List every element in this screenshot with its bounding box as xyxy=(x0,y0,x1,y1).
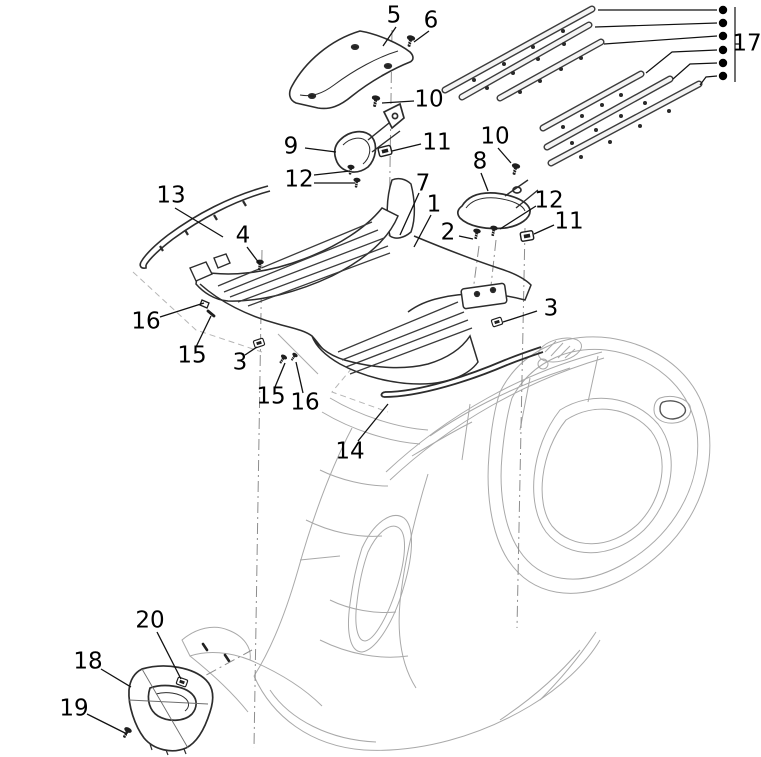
callout-14: 14 xyxy=(335,438,365,465)
callout-16a: 16 xyxy=(131,308,161,335)
callout-6: 6 xyxy=(423,7,439,34)
clip-parts xyxy=(175,144,535,688)
callout-11a: 11 xyxy=(422,129,452,156)
scooter-body-outline xyxy=(181,333,711,751)
screw-parts xyxy=(120,34,522,740)
part-floorboard xyxy=(195,177,532,385)
callout-11b: 11 xyxy=(554,208,584,235)
callout-12b: 12 xyxy=(534,187,564,214)
bullet-leaders xyxy=(594,7,740,86)
callout-4: 4 xyxy=(235,222,251,249)
grab-handle-detail xyxy=(659,400,687,420)
callout-17: 17 xyxy=(732,30,761,57)
body-mount-ticks xyxy=(201,642,231,663)
callout-16b: 16 xyxy=(290,389,320,416)
callout-15a: 15 xyxy=(177,342,207,369)
callout-9: 9 xyxy=(283,133,299,160)
callout-18: 18 xyxy=(73,648,103,675)
callout-10a: 10 xyxy=(414,86,444,113)
part-left-strip xyxy=(139,185,271,269)
callout-3a: 3 xyxy=(232,349,248,376)
part-right-footrest xyxy=(456,179,539,230)
callout-7: 7 xyxy=(415,170,431,197)
section-dashes xyxy=(132,271,389,413)
callout-12a: 12 xyxy=(284,166,314,193)
callout-15b: 15 xyxy=(256,383,286,410)
leader-lines xyxy=(86,26,555,735)
bullet-markers xyxy=(718,5,728,81)
callout-10b: 10 xyxy=(480,123,510,150)
part-center-mat xyxy=(288,30,414,110)
callout-19: 19 xyxy=(59,695,89,722)
callout-5: 5 xyxy=(386,2,402,29)
callout-8: 8 xyxy=(472,148,488,175)
part-splash-guard xyxy=(128,665,214,756)
part-rub-strips-set xyxy=(441,5,703,167)
part-lower-strip xyxy=(380,346,544,398)
callout-2: 2 xyxy=(440,219,456,246)
floorboard-ribs xyxy=(217,221,473,375)
strip-studs xyxy=(472,29,671,159)
part-left-footrest xyxy=(333,102,405,173)
callout-3b: 3 xyxy=(543,295,559,322)
floorboard-left-bracket xyxy=(189,253,231,282)
callout-20: 20 xyxy=(135,607,165,634)
callout-13: 13 xyxy=(156,182,186,209)
callout-1: 1 xyxy=(426,191,442,218)
